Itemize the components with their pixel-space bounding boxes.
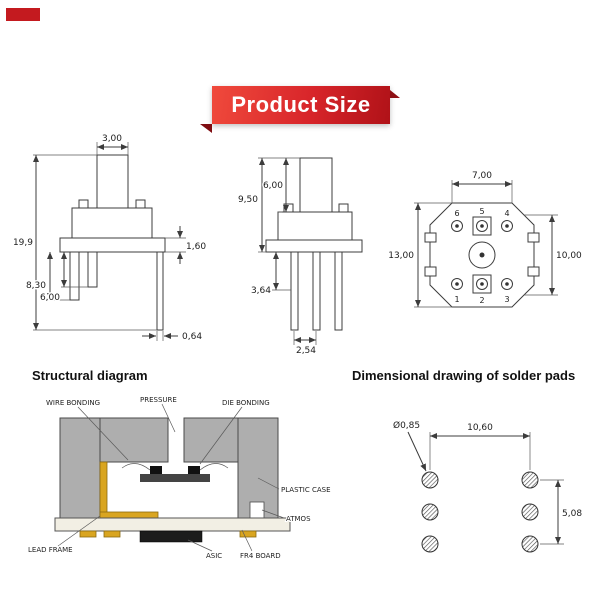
solder-dim-column-spacing-label: 10,60 (467, 423, 493, 433)
front-dim-lead-width-label: 0,64 (182, 332, 202, 342)
sensor-die-left (150, 466, 162, 474)
front-body-tab-left (78, 199, 89, 209)
pin-number-1: 1 (454, 295, 459, 304)
board-pad-2 (103, 530, 121, 538)
banner-title: Product Size (231, 92, 371, 117)
lead-frame-vertical (99, 461, 108, 519)
front-dim-lines (33, 142, 186, 341)
fr4-board (54, 517, 291, 532)
bottom-pins (451, 220, 513, 290)
case-top-left-slab (99, 417, 169, 463)
front-dim-top-width-label: 3,00 (102, 134, 122, 144)
atmos-vent (249, 501, 265, 519)
banner-ribbon: Product Size (200, 86, 400, 133)
die-base (140, 474, 210, 482)
front-flange (59, 237, 166, 253)
front-lead-thin (156, 251, 164, 331)
bottom-center-dot (479, 252, 485, 258)
board-pad-1 (79, 530, 97, 538)
bottom-dim-pad-span-label: 10,00 (556, 251, 582, 261)
pin-number-3: 3 (504, 295, 509, 304)
corner-accent-bar (6, 8, 40, 21)
lead-frame-horizontal (99, 511, 159, 519)
side-pin-3 (334, 251, 343, 331)
bottom-tab-left-2 (424, 266, 437, 277)
front-dim-lead-long-label: 8,30 (26, 281, 46, 291)
solder-dim-row-spacing-label: 5,08 (562, 509, 582, 519)
case-left-wall (59, 417, 101, 519)
label-die-bonding: DIE BONDING (222, 399, 270, 407)
label-wire-bonding: WIRE BONDING (46, 399, 100, 407)
solder-pads-title: Dimensional drawing of solder pads (352, 368, 576, 383)
solder-pads (421, 471, 539, 553)
front-dim-flange-label: 1,60 (186, 242, 206, 252)
label-atmos: ATMOS (286, 515, 311, 523)
sensor-die-right (188, 466, 200, 474)
structural-diagram: WIRE BONDING PRESSURE DIE BONDING PLASTI… (27, 395, 332, 561)
side-dim-lead-shoulder-label: 3,64 (251, 286, 271, 296)
pin-number-5: 5 (479, 207, 484, 216)
side-dim-pin-pitch-label: 2,54 (296, 346, 316, 356)
bottom-view: 6 5 4 1 2 3 7,00 13,00 10,00 (387, 170, 584, 308)
solder-dim-lines (407, 431, 564, 545)
front-dim-lead-short-label: 6,00 (40, 293, 60, 303)
bottom-dim-lines (414, 180, 558, 308)
bottom-dim-top-width-label: 7,00 (472, 171, 492, 181)
label-fr4-board: FR4 BOARD (240, 552, 281, 560)
bottom-tab-left-1 (424, 232, 437, 243)
bond-wire-right (199, 463, 229, 471)
front-view: 3,00 19,9 8,30 6,00 1,60 0,64 (11, 133, 207, 344)
side-body-tab-right (338, 203, 349, 213)
side-port-tube (299, 157, 333, 213)
solder-dim-pad-diameter-label: Ø0,85 (393, 420, 420, 431)
pin-number-4: 4 (504, 209, 509, 218)
bottom-tab-right-2 (527, 266, 540, 277)
front-body-tab-right (135, 199, 146, 209)
label-asic: ASIC (206, 552, 222, 560)
case-top-right-slab (183, 417, 239, 463)
side-view: 6,00 9,50 3,64 2,54 (236, 157, 363, 358)
bottom-tab-right-1 (527, 232, 540, 243)
side-pin-2 (312, 251, 321, 331)
side-body (277, 211, 353, 241)
side-pin-1 (290, 251, 299, 331)
front-dim-total-height-label: 19,9 (13, 238, 33, 248)
side-dim-tube-height-label: 6,00 (263, 181, 283, 191)
case-right-wall (237, 417, 279, 519)
label-lead-frame: LEAD FRAME (28, 546, 73, 554)
pin-number-2: 2 (479, 296, 484, 305)
bottom-dim-full-height-label: 13,00 (388, 251, 414, 261)
side-dim-body-height-label: 9,50 (238, 195, 258, 205)
side-flange (265, 239, 363, 253)
front-lead-short (87, 251, 98, 288)
front-port-tube (96, 154, 129, 209)
side-dim-lines (258, 157, 317, 345)
asic-chip (139, 530, 203, 543)
solder-pads-diagram: Ø0,85 10,60 5,08 (392, 419, 584, 553)
pin-number-6: 6 (454, 209, 459, 218)
front-lead-long (69, 251, 80, 301)
structural-diagram-title: Structural diagram (32, 368, 148, 383)
bond-wire-left (121, 463, 151, 471)
label-pressure: PRESSURE (140, 396, 177, 404)
structural-leader-lines (57, 403, 285, 552)
label-plastic-case: PLASTIC CASE (281, 486, 331, 494)
front-body (71, 207, 153, 239)
side-body-tab-left (283, 203, 294, 213)
board-pad-3 (239, 530, 257, 538)
